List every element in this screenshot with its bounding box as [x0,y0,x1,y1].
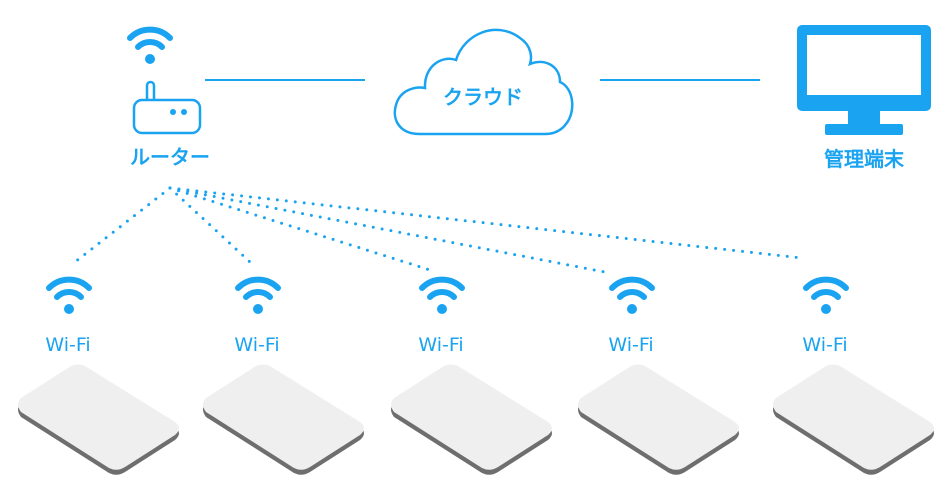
dotted-connection-line [168,186,432,272]
device-icon [773,364,934,475]
monitor-icon [797,25,931,135]
router-label: ルーター [130,145,210,169]
wifi-icon [612,280,652,314]
dotted-connection-line [168,186,252,264]
wifi-connections [73,186,804,275]
device-icon [18,364,179,475]
wifi-label: Wi-Fi [802,334,847,356]
wifi-device: Wi-Fi [578,280,739,475]
wifi-icon [130,30,170,64]
dotted-connection-line [73,186,172,264]
dotted-connection-line [168,186,804,260]
admin-terminal: 管理端末 [797,25,931,171]
wifi-device: Wi-Fi [18,280,179,475]
wifi-icon [238,280,278,314]
cloud-label: クラウド [443,85,523,109]
dotted-connection-line [168,186,612,275]
wifi-device: Wi-Fi [391,280,552,475]
admin-label: 管理端末 [824,147,905,171]
wifi-label: Wi-Fi [234,334,279,356]
wifi-label: Wi-Fi [418,334,463,356]
device-icon [203,364,364,475]
wifi-label: Wi-Fi [45,334,90,356]
wifi-label: Wi-Fi [608,334,653,356]
wifi-icon [806,280,846,314]
router-icon [132,80,202,135]
wifi-icon [49,280,89,314]
cloud-icon [393,28,574,136]
wifi-device: Wi-Fi [773,280,934,475]
cloud: クラウド [393,28,574,136]
device-icon [578,364,739,475]
wifi-icon [422,280,462,314]
router: ルーター [130,30,210,169]
device-icon [391,364,552,475]
wifi-device: Wi-Fi [203,280,364,475]
devices: Wi-Fi Wi-Fi Wi-Fi Wi-Fi Wi-Fi [18,280,934,475]
